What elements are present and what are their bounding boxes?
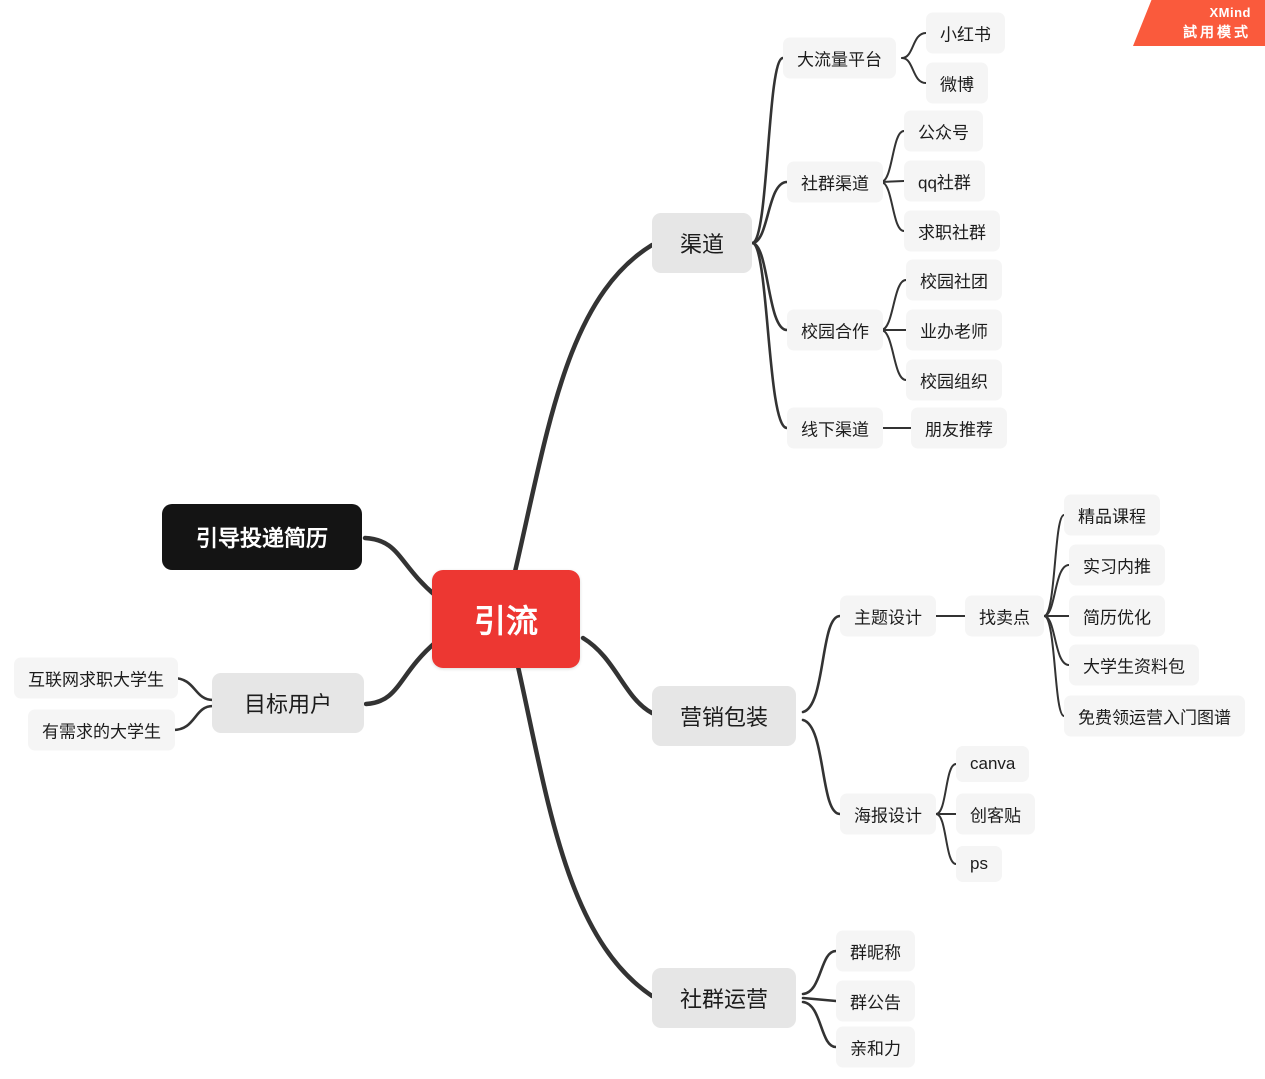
- edge-communityop-affinity: [801, 1000, 838, 1049]
- node-resume-optimization[interactable]: 简历优化: [1069, 595, 1165, 637]
- node-canva[interactable]: canva: [956, 746, 1030, 782]
- node-group-announcement[interactable]: 群公告: [836, 980, 915, 1022]
- edge-campus-clubs: [880, 279, 907, 331]
- node-xiaohongshu[interactable]: 小红书: [926, 12, 1005, 54]
- node-career-office-teachers[interactable]: 业办老师: [906, 309, 1002, 351]
- xmind-badge-subtitle: 試用模式: [1183, 23, 1251, 40]
- node-chuangkit[interactable]: 创客贴: [956, 793, 1035, 835]
- node-free-operations-map[interactable]: 免费领运营入门图谱: [1064, 695, 1245, 737]
- edge-communityop-nickname: [801, 949, 838, 996]
- node-theme-design[interactable]: 主题设计: [840, 595, 936, 637]
- node-community-operation[interactable]: 社群运营: [652, 968, 797, 1028]
- edge-communityop-announcement: [801, 996, 838, 1003]
- edge-communitychannel-official-account: [880, 130, 905, 183]
- node-student-resource-pack[interactable]: 大学生资料包: [1069, 644, 1199, 686]
- node-poster-design[interactable]: 海报设计: [840, 793, 936, 835]
- node-students-in-need[interactable]: 有需求的大学生: [28, 709, 175, 751]
- node-selling-points[interactable]: 找卖点: [965, 595, 1044, 637]
- edge-communitychannel-qq: [880, 180, 905, 183]
- edge-marketing-theme-design: [801, 614, 842, 714]
- edge-poster-ps: [935, 813, 957, 865]
- edge-channels-offline: [750, 241, 789, 430]
- node-target-users[interactable]: 目标用户: [212, 673, 365, 733]
- edge-marketing-poster-design: [801, 718, 842, 816]
- node-community-channels[interactable]: 社群渠道: [787, 161, 883, 203]
- node-friend-referral[interactable]: 朋友推荐: [911, 407, 1007, 449]
- node-premium-courses[interactable]: 精品课程: [1064, 494, 1160, 536]
- node-big-traffic-platforms[interactable]: 大流量平台: [783, 37, 896, 79]
- node-internship-referral[interactable]: 实习内推: [1069, 544, 1165, 586]
- node-ps[interactable]: ps: [956, 846, 1002, 882]
- edge-bigtraffic-xiaohongshu: [901, 32, 927, 59]
- node-job-groups[interactable]: 求职社群: [904, 210, 1000, 252]
- edge-root-marketing: [580, 635, 655, 716]
- xmind-trial-badge[interactable]: XMind 試用模式: [1133, 0, 1265, 46]
- node-internet-job-students[interactable]: 互联网求职大学生: [14, 657, 178, 699]
- edge-communitychannel-job-groups: [880, 181, 905, 232]
- edge-target-users-students-in-need: [171, 704, 215, 732]
- xmind-badge-title: XMind: [1209, 4, 1251, 20]
- node-marketing-packaging[interactable]: 营销包装: [652, 686, 797, 746]
- edge-campus-orgs: [880, 329, 907, 381]
- node-qq-groups[interactable]: qq社群: [904, 160, 985, 202]
- node-offline-channels[interactable]: 线下渠道: [787, 407, 883, 449]
- node-channels[interactable]: 渠道: [652, 213, 753, 273]
- node-campus-orgs[interactable]: 校园组织: [906, 359, 1002, 401]
- edge-sellingpoint-courses: [1043, 514, 1065, 617]
- node-root[interactable]: 引流: [432, 570, 581, 668]
- edge-sellingpoint-free-map: [1043, 615, 1065, 717]
- edge-channels-community: [750, 180, 789, 245]
- edge-target-users-internet-students: [171, 676, 215, 702]
- edge-sellingpoint-internship: [1043, 564, 1070, 617]
- node-group-nickname[interactable]: 群昵称: [836, 930, 915, 972]
- edge-root-lead-resume: [362, 535, 439, 599]
- edge-root-channels: [511, 242, 655, 579]
- edge-sellingpoint-resource-pack: [1043, 615, 1070, 666]
- edge-channels-campus: [750, 241, 789, 332]
- node-lead-resume[interactable]: 引导投递简历: [162, 504, 363, 570]
- edge-bigtraffic-weibo: [901, 57, 927, 84]
- edge-root-community: [514, 659, 655, 999]
- edge-root-target-users: [363, 639, 439, 707]
- edge-channels-big-traffic: [750, 56, 785, 245]
- edge-poster-canva: [935, 763, 957, 815]
- node-campus-clubs[interactable]: 校园社团: [906, 259, 1002, 301]
- node-official-account[interactable]: 公众号: [904, 110, 983, 152]
- node-affinity[interactable]: 亲和力: [836, 1026, 915, 1068]
- node-campus-coop[interactable]: 校园合作: [787, 309, 883, 351]
- node-weibo[interactable]: 微博: [926, 62, 988, 104]
